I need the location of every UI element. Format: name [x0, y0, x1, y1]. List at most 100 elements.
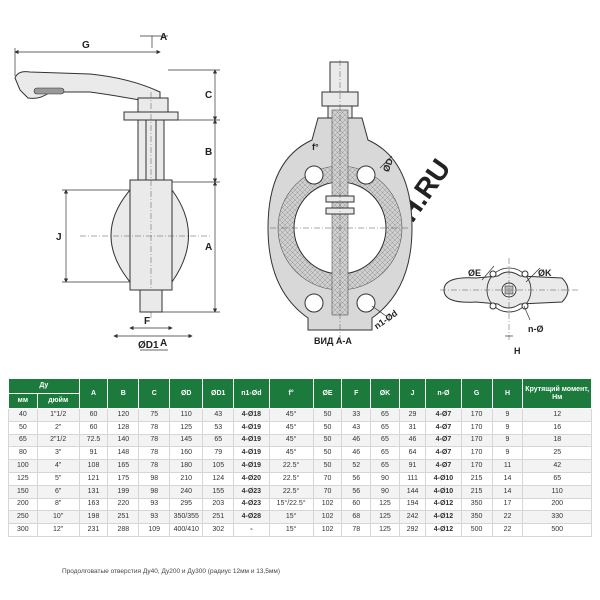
- table-cell: 165: [107, 459, 140, 473]
- table-cell: 295: [169, 497, 204, 512]
- table-cell: 125: [370, 510, 400, 525]
- table-cell: 18: [522, 433, 592, 448]
- table-cell: 215: [460, 484, 493, 499]
- table-cell: 40: [8, 408, 38, 422]
- header-inch: дюйм: [36, 393, 80, 409]
- table-cell: 200: [522, 497, 592, 512]
- table-cell: -: [233, 523, 270, 537]
- header-mm: мм: [8, 393, 38, 409]
- table-cell: 350: [460, 510, 493, 525]
- table-cell: 125: [370, 523, 400, 537]
- table-cell: 68: [341, 510, 372, 525]
- table-cell: 170: [460, 459, 493, 473]
- flange-top-view: ØE ØK n-Ø H: [440, 258, 578, 356]
- valve-side-view: G A A C B A J F ØD1: [14, 32, 220, 351]
- table-cell: 121: [78, 471, 109, 486]
- dim-label-a-bottom: A: [160, 338, 167, 349]
- flange-hole: [304, 293, 324, 313]
- table-cell: 46: [341, 433, 372, 448]
- table-cell: 60: [78, 420, 109, 435]
- table-cell: 2": [36, 420, 80, 435]
- table-cell: 65: [370, 408, 400, 422]
- table-cell: 125: [169, 420, 204, 435]
- table-cell: 9: [491, 433, 524, 448]
- table-cell: 56: [341, 471, 372, 486]
- dim-label-k: ØK: [538, 268, 552, 278]
- table-cell: 9: [491, 420, 524, 435]
- table-cell: 102: [312, 510, 343, 525]
- table-cell: 22.5°: [268, 459, 314, 473]
- table-cell: 17: [491, 497, 524, 512]
- table-cell: 33: [341, 408, 372, 422]
- dim-label-e: ØE: [468, 268, 481, 278]
- table-cell: 170: [460, 433, 493, 448]
- table-cell: 22: [491, 523, 524, 537]
- table-cell: 79: [202, 446, 235, 461]
- table-cell: 109: [138, 523, 171, 537]
- table-cell: 91: [398, 459, 427, 473]
- table-cell: 124: [202, 471, 235, 486]
- table-cell: 43: [341, 420, 372, 435]
- table-cell: 15°: [268, 523, 314, 537]
- table-cell: 4-Ø23: [233, 497, 270, 512]
- table-cell: 288: [107, 523, 140, 537]
- table-cell: 242: [398, 510, 427, 525]
- table-cell: 110: [522, 484, 592, 499]
- table-cell: 65: [8, 433, 38, 448]
- header-col: ØD1: [202, 378, 235, 409]
- table-cell: 93: [138, 510, 171, 525]
- header-col: f°: [268, 378, 314, 409]
- header-du: Ду: [8, 378, 80, 394]
- table-cell: 9: [491, 408, 524, 422]
- table-cell: 50: [312, 446, 343, 461]
- table-cell: 198: [78, 510, 109, 525]
- table-cell: 80: [8, 446, 38, 461]
- dim-label-f: F: [144, 316, 150, 327]
- table-cell: 175: [107, 471, 140, 486]
- table-cell: 4-Ø7: [425, 446, 462, 461]
- table-cell: 350/355: [169, 510, 204, 525]
- table-cell: 210: [169, 471, 204, 486]
- table-cell: 2"1/2: [36, 433, 80, 448]
- table-cell: 170: [460, 420, 493, 435]
- table-cell: 22: [491, 510, 524, 525]
- dim-label-j: J: [56, 232, 62, 243]
- table-cell: 330: [522, 510, 592, 525]
- footnote: Продолговатые отверстия Ду40, Ду200 и Ду…: [62, 568, 281, 575]
- table-cell: 93: [138, 497, 171, 512]
- table-cell: 45°: [268, 408, 314, 422]
- table-cell: 160: [169, 446, 204, 461]
- table-cell: 4-Ø12: [425, 510, 462, 525]
- table-cell: 65: [370, 459, 400, 473]
- table-cell: 111: [398, 471, 427, 486]
- table-cell: 155: [202, 484, 235, 499]
- table-cell: 72.5: [78, 433, 109, 448]
- header-col: n-Ø: [425, 378, 462, 409]
- table-cell: 220: [107, 497, 140, 512]
- table-cell: 70: [312, 484, 343, 499]
- table-cell: 148: [107, 446, 140, 461]
- table-cell: 199: [107, 484, 140, 499]
- dim-label-d1: ØD1: [138, 340, 159, 351]
- table-cell: 500: [460, 523, 493, 537]
- table-cell: 50: [312, 420, 343, 435]
- table-cell: 65: [370, 420, 400, 435]
- table-cell: 145: [169, 433, 204, 448]
- table-cell: 4-Ø28: [233, 510, 270, 525]
- table-cell: 11: [491, 459, 524, 473]
- table-cell: 65: [202, 433, 235, 448]
- table-cell: 15°/22.5°: [268, 497, 314, 512]
- table-cell: 45°: [268, 420, 314, 435]
- table-cell: 78: [138, 420, 171, 435]
- table-cell: 4-Ø10: [425, 471, 462, 486]
- dim-label-a-right: A: [205, 242, 212, 253]
- table-cell: 400/410: [169, 523, 204, 537]
- table-cell: 500: [522, 523, 592, 537]
- table-cell: 78: [341, 523, 372, 537]
- table-cell: 4-Ø19: [233, 433, 270, 448]
- table-cell: 102: [312, 523, 343, 537]
